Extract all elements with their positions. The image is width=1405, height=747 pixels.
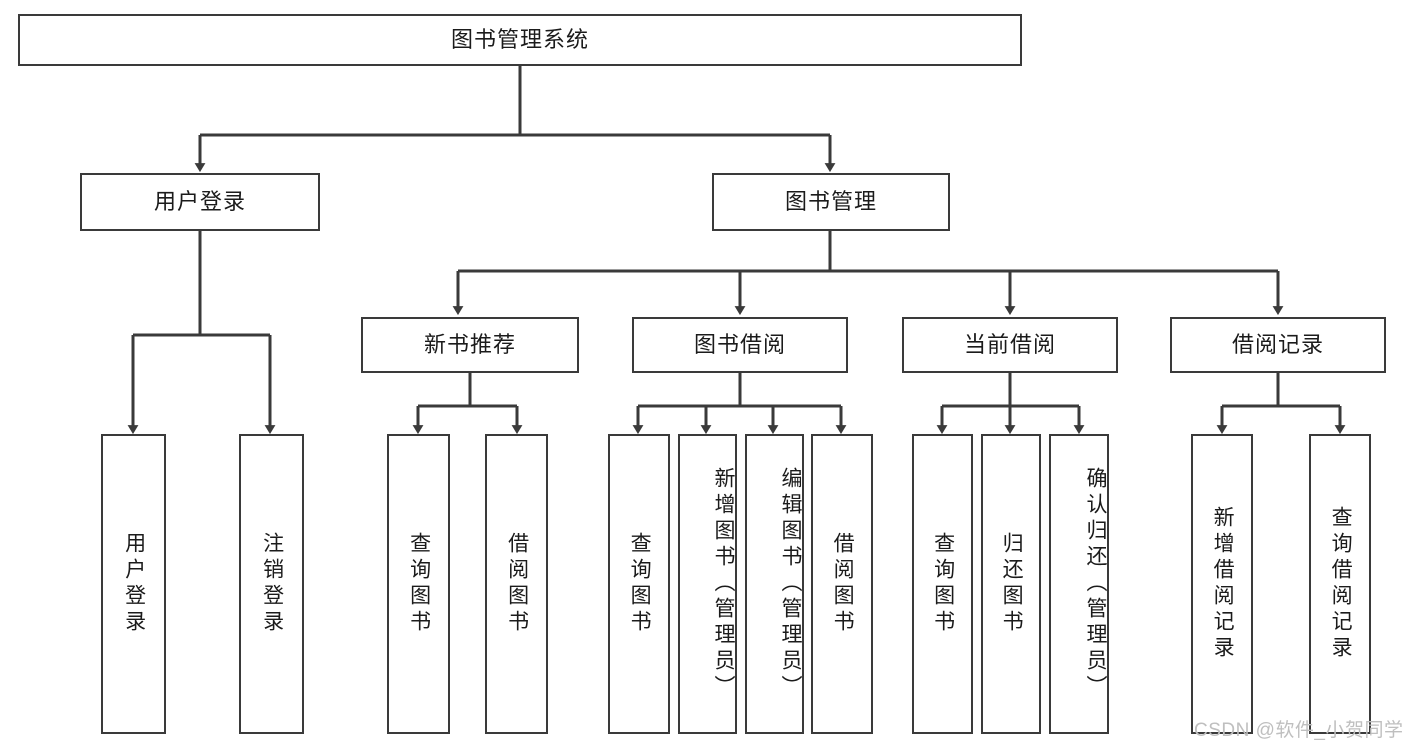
- node-label: 查询图书: [407, 532, 431, 636]
- node-leaf-return-book[interactable]: 归还图书: [981, 434, 1041, 734]
- node-label: 归还图书: [1000, 532, 1024, 636]
- node-new-book-recommend[interactable]: 新书推荐: [361, 317, 579, 373]
- node-leaf-user-login[interactable]: 用户登录: [101, 434, 166, 734]
- node-label: 当前借阅: [963, 331, 1056, 357]
- node-label: 新增借阅记录: [1211, 506, 1235, 662]
- node-leaf-add-book-admin[interactable]: 新增图书（管理员）: [678, 434, 737, 734]
- node-leaf-borrow-book-recommend[interactable]: 借阅图书: [485, 434, 548, 734]
- node-label: 借阅记录: [1231, 331, 1324, 357]
- node-borrow-record[interactable]: 借阅记录: [1170, 317, 1386, 373]
- node-label: 确认归还（管理员）: [1084, 467, 1107, 701]
- node-leaf-confirm-return-admin[interactable]: 确认归还（管理员）: [1049, 434, 1109, 734]
- node-label: 借阅图书: [505, 532, 529, 636]
- node-label: 用户登录: [153, 188, 246, 214]
- node-user-login[interactable]: 用户登录: [80, 173, 320, 231]
- node-leaf-query-book-recommend[interactable]: 查询图书: [387, 434, 450, 734]
- node-book-borrow[interactable]: 图书借阅: [632, 317, 848, 373]
- node-label: 查询借阅记录: [1329, 506, 1353, 662]
- node-leaf-borrow-book-borrow[interactable]: 借阅图书: [811, 434, 873, 734]
- node-label: 用户登录: [122, 532, 146, 636]
- node-leaf-edit-book-admin[interactable]: 编辑图书（管理员）: [745, 434, 804, 734]
- node-leaf-add-borrow-record[interactable]: 新增借阅记录: [1191, 434, 1253, 734]
- node-label: 借阅图书: [831, 532, 855, 636]
- node-leaf-query-book-borrow[interactable]: 查询图书: [608, 434, 670, 734]
- node-leaf-query-book-current[interactable]: 查询图书: [912, 434, 973, 734]
- node-book-manage[interactable]: 图书管理: [712, 173, 950, 231]
- node-label: 查询图书: [628, 532, 652, 636]
- watermark: CSDN @软件_小贺同学: [1194, 720, 1404, 741]
- node-leaf-logout-login[interactable]: 注销登录: [239, 434, 304, 734]
- node-label: 图书借阅: [693, 331, 786, 357]
- node-label: 图书管理: [784, 188, 877, 214]
- node-label: 新增图书（管理员）: [712, 467, 735, 701]
- node-label: 查询图书: [931, 532, 955, 636]
- node-current-borrow[interactable]: 当前借阅: [902, 317, 1118, 373]
- node-label: 注销登录: [260, 532, 284, 636]
- node-label: 编辑图书（管理员）: [779, 467, 802, 701]
- node-label: 图书管理系统: [450, 26, 589, 52]
- node-book-management-system[interactable]: 图书管理系统: [18, 14, 1022, 66]
- node-leaf-query-borrow-record[interactable]: 查询借阅记录: [1309, 434, 1371, 734]
- node-label: 新书推荐: [423, 331, 516, 357]
